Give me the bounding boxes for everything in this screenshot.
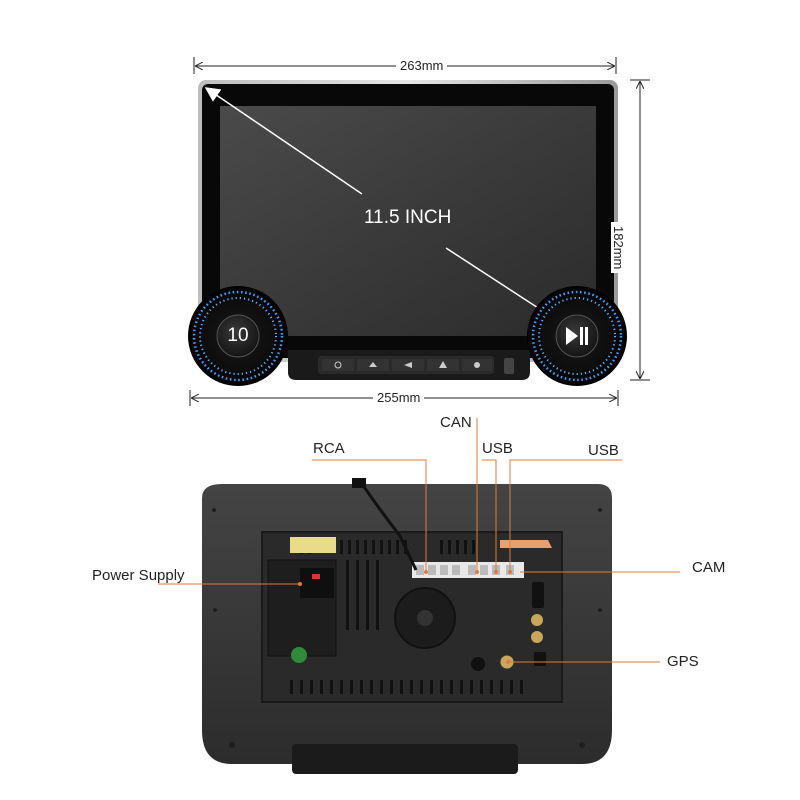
play-pause-icon [566, 327, 588, 345]
tuning-knob[interactable] [527, 286, 627, 386]
screen-size-label: 11.5 INCH [364, 207, 452, 228]
fuse-slot [534, 652, 546, 666]
back-icon [404, 362, 412, 368]
top-width-label: 263mm [396, 58, 448, 73]
mic-port [471, 657, 485, 671]
volume-knob[interactable] [188, 286, 288, 386]
cable [360, 483, 418, 571]
cam-cable [500, 540, 552, 548]
power-button [322, 359, 354, 371]
head-unit-front [198, 80, 618, 380]
hdmi-port [532, 582, 544, 608]
antenna-port-1 [531, 614, 543, 626]
bottom-bracket [292, 744, 518, 774]
bottom-width-label: 255mm [373, 390, 425, 405]
home-icon [369, 362, 377, 367]
rca-callout: RCA [313, 440, 345, 457]
height-dimension [630, 79, 650, 381]
rear-housing [202, 478, 612, 774]
usb-callout-2: USB [588, 442, 619, 459]
volume-knob-label: 10 [227, 325, 249, 346]
navigation-icon [439, 361, 447, 368]
label-sticker [290, 537, 336, 553]
green-connector [291, 647, 307, 663]
usb-callout-1: USB [482, 440, 513, 457]
settings-icon [474, 362, 480, 368]
gps-callout: GPS [667, 653, 699, 670]
callout-lines [158, 418, 680, 663]
power-supply-callout: Power Supply [92, 567, 185, 584]
can-callout: CAN [440, 414, 472, 431]
cam-callout: CAM [692, 559, 726, 576]
height-label: 182mm [611, 222, 626, 274]
power-icon [334, 361, 342, 369]
usb-port-front [504, 358, 514, 374]
power-supply-connector [300, 568, 334, 598]
antenna-port-2 [531, 631, 543, 643]
display-screen [220, 106, 596, 336]
